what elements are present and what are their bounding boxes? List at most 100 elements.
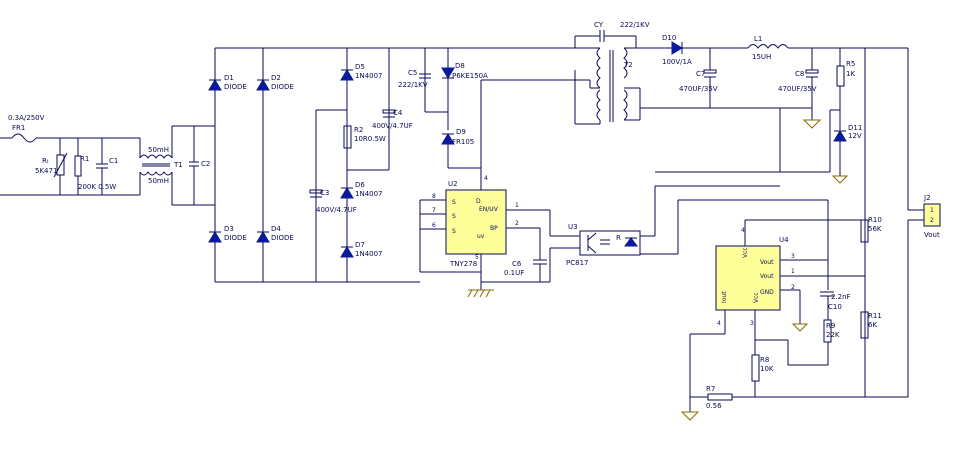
label-c8-ref: C8 [795,70,804,78]
label-c7-value: 470UF/35V [679,85,718,93]
u2-pin-num-4: 4 [484,175,488,182]
label-r2-ref: R2 [354,126,363,134]
diode-d11 [833,130,847,142]
capacitor-c3 [309,189,323,198]
label-r7-ref: R7 [706,385,715,393]
label-l1-value: 15UH [752,53,771,61]
u4-pin-num-4-top: 4 [741,227,745,234]
label-r5-value: 1K [846,70,855,78]
bulk-network [309,48,396,282]
label-d7-value: 1N4007 [355,250,383,258]
label-u4-ref: U4 [779,236,789,244]
u2-pin-num-2: 2 [515,220,519,227]
label-r7-value: 0.56 [706,402,722,410]
label-d5-ref: D5 [355,63,365,71]
label-r1-value: 200K 0.5W [78,183,116,191]
u4-pin-vcc-2: Vcc [753,292,760,303]
diode-d1 [208,79,222,91]
label-d3-ref: D3 [224,225,234,233]
label-r11-value: 6K [868,321,877,329]
diode-d2 [256,79,270,91]
label-d1-value: DIODE [224,83,247,91]
capacitor-cy [599,30,605,42]
label-j2-ref: J2 [923,194,931,202]
label-rt-value: 5K471 [35,167,57,175]
ground-d11 [831,175,849,184]
j2-pin-2: 2 [930,217,934,224]
led-u3 [624,237,638,247]
clamp-network [419,48,590,190]
label-r11-ref: R11 [868,312,882,320]
resistor-r11 [860,311,869,339]
resistor-r5 [836,65,845,87]
u2-pin-en: EN/UV [479,206,499,213]
label-j2-vout: Vout [924,231,940,239]
connector-j2 [908,203,941,227]
u2-pin-num-8: 8 [432,193,436,200]
label-r8-value: 10K [760,365,774,373]
u2-pin-num-7: 7 [432,207,436,214]
ground-r7 [680,411,700,421]
label-rt-ref: Rₜ [42,157,49,165]
label-c6-value: 0.1UF [504,269,524,277]
diode-d7 [340,246,354,258]
diode-d6 [340,187,354,199]
label-l1-ref: L1 [754,35,762,43]
u4-pin-num-2: 2 [791,284,795,291]
label-u3-ref: U3 [568,223,578,231]
resistor-r2 [343,125,352,149]
label-c10-value: 2.2nF [831,293,851,301]
label-u2-part: TNY278 [449,260,477,268]
u4-pin-num-1: 1 [791,268,795,275]
u2-pin-d: D [476,198,481,205]
u2-pin-num-1: 1 [515,202,519,209]
label-r10-ref: R10 [868,216,882,224]
u2-pin-bp: BP [490,225,498,232]
label-d2-ref: D2 [271,74,281,82]
label-c4-ref: C4 [393,109,403,117]
u2-pin-s2: S [452,213,456,220]
label-c2-ref: C2 [201,160,210,168]
label-d2-value: DIODE [271,83,294,91]
diode-d10 [671,41,683,55]
label-c4-value: 400V/4.7UF [372,122,413,130]
label-fr1-ref: FR1 [12,124,25,132]
label-cy-ref: CY [594,21,604,29]
label-r9-value: 22K [826,331,840,339]
label-c5-value: 222/1KV [398,81,428,89]
diode-d8 [441,67,455,79]
transformer-t2 [574,30,660,125]
label-r8-ref: R8 [760,356,769,364]
label-d10-value: 100V/1A [662,58,692,66]
capacitor-c10 [820,291,834,297]
label-r2-value: 10R0.5W [354,135,386,143]
label-fr1-rating: 0.3A/250V [8,114,45,122]
resistor-r7 [707,393,733,401]
u4-pin-vcc: Vcc [742,247,749,258]
ground-primary [467,289,494,298]
ic-u4 [680,219,908,421]
label-d10-ref: D10 [662,34,676,42]
label-d11-value: 12V [848,132,862,140]
label-d5-value: 1N4007 [355,72,383,80]
label-r10-value: 56K [868,225,882,233]
label-d8-ref: D8 [455,62,465,70]
resistor-r8 [751,354,760,382]
capacitor-c5 [419,73,431,79]
bridge-rectifier [208,47,575,283]
capacitor-c6 [533,259,547,265]
u4-pin-labels: Vcc Vout Vout GND Iout Vcc 4 3 1 2 4 3 [717,227,795,327]
output-stage [640,41,909,397]
inductor-l1 [747,44,789,49]
fuse-fr1 [11,133,37,143]
u4-pin-num-3-bottom: 3 [750,320,754,327]
label-c7-ref: C7 [696,70,705,78]
capacitor-c1 [96,138,108,195]
label-c5-ref: C5 [408,69,417,77]
label-l-bot-value: 50mH [148,177,169,185]
label-d6-value: 1N4007 [355,190,383,198]
j2-pin-labels: 1 2 [930,207,934,224]
label-d4-ref: D4 [271,225,281,233]
label-u3-part: PC817 [566,259,588,267]
